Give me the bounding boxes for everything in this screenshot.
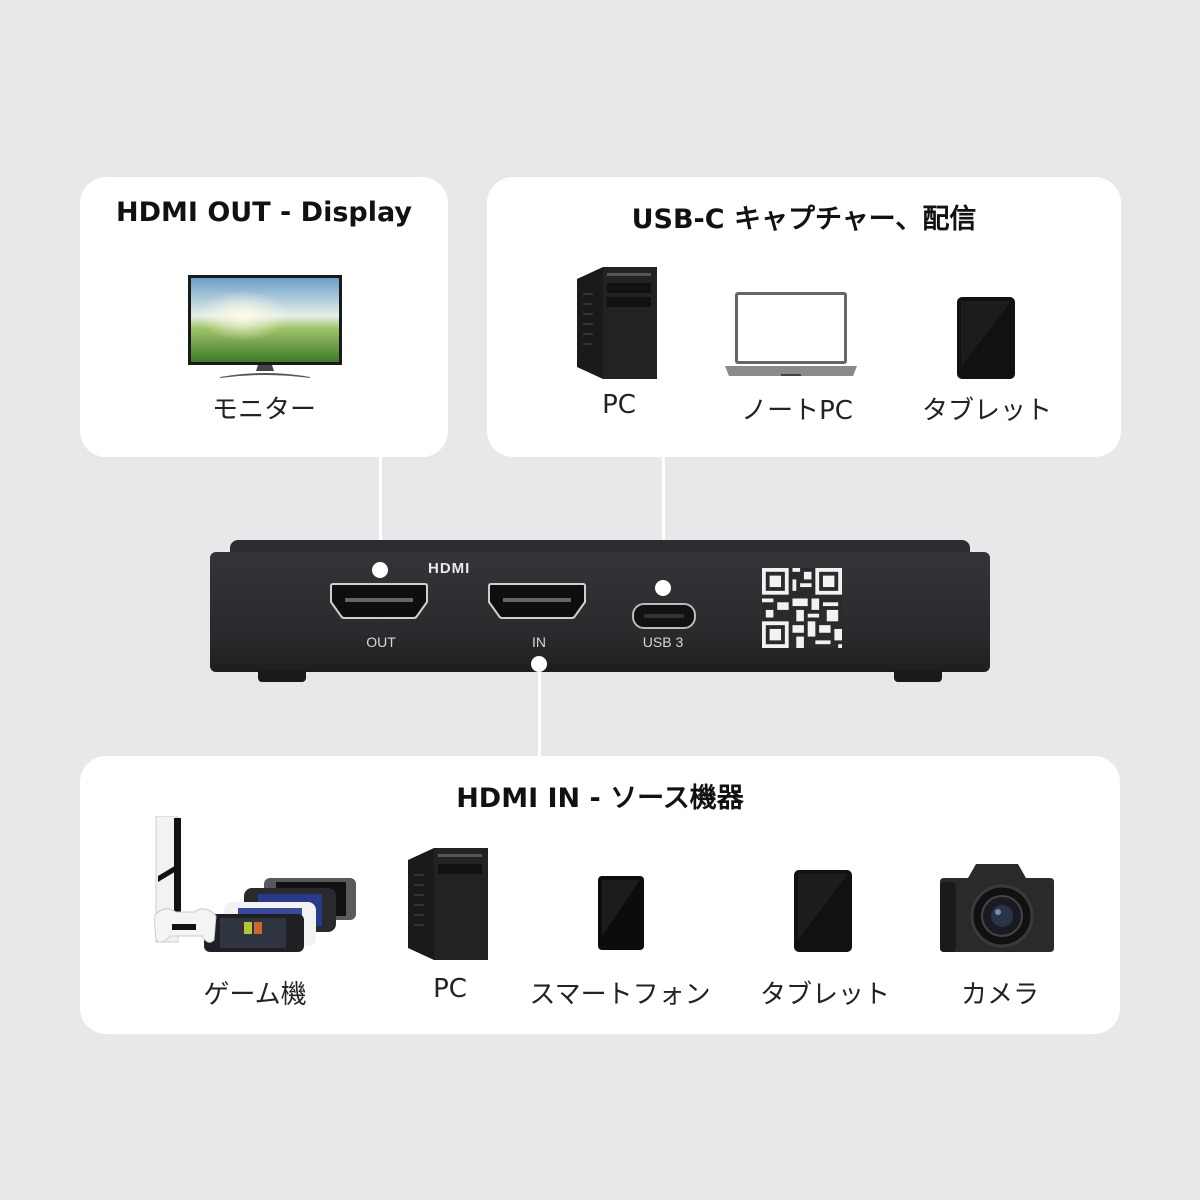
hdmi-in-port[interactable]: [487, 582, 587, 620]
source-pc-label: PC: [433, 974, 467, 1004]
monitor-label: モニター: [211, 395, 316, 425]
camera-icon: [940, 864, 1054, 952]
game-console-item: ゲーム機: [140, 816, 370, 1016]
qr-code-icon: [762, 568, 842, 648]
usbc-card: USB-C キャプチャー、配信 PC ノートPC タブレット: [487, 177, 1121, 457]
usbc-pc-item: PC: [559, 257, 679, 437]
source-tablet-item: タブレット: [740, 816, 910, 1016]
device-foot-left: [258, 670, 306, 682]
hdmi-in-card: HDMI IN - ソース機器 ゲーム機 P: [80, 756, 1120, 1034]
smartphone-item: スマートフォン: [520, 816, 720, 1016]
usbc-tablet-item: タブレット: [907, 257, 1067, 437]
hdmi-out-port[interactable]: [329, 582, 429, 620]
connector-line-in: [538, 670, 541, 758]
smartphone-icon: [598, 876, 644, 950]
pc-tower-icon: [408, 848, 488, 960]
laptop-icon: [725, 292, 857, 376]
source-pc-item: PC: [390, 816, 510, 1016]
usbc-laptop-label: ノートPC: [741, 396, 853, 426]
monitor-item: モニター: [80, 267, 448, 427]
connector-dot-in: [531, 656, 547, 672]
tablet-icon: [957, 297, 1015, 379]
connector-line-out: [379, 455, 382, 570]
camera-item: カメラ: [930, 816, 1070, 1016]
source-tablet-label: タブレット: [759, 980, 890, 1010]
game-console-label: ゲーム機: [203, 980, 307, 1010]
port-label-usb3: USB 3: [642, 634, 684, 650]
usbc-tablet-label: タブレット: [921, 396, 1052, 426]
game-consoles-icon: [154, 816, 356, 952]
device-body: [210, 552, 990, 672]
usbc-pc-label: PC: [602, 390, 636, 420]
usbc-port[interactable]: [632, 603, 696, 629]
monitor-icon: [188, 275, 342, 378]
connector-dot-usb: [655, 580, 671, 596]
port-label-in: IN: [532, 634, 546, 650]
smartphone-label: スマートフォン: [529, 980, 711, 1010]
device-foot-right: [894, 670, 942, 682]
port-label-out: OUT: [366, 634, 396, 650]
usbc-laptop-item: ノートPC: [717, 257, 877, 437]
hdmi-logo: HDMI: [428, 560, 471, 577]
hdmi-in-title: HDMI IN - ソース機器: [456, 783, 744, 814]
connector-line-usb: [662, 455, 665, 585]
hdmi-out-title: HDMI OUT - Display: [116, 197, 412, 228]
connector-dot-out: [372, 562, 388, 578]
camera-label: カメラ: [960, 980, 1039, 1010]
pc-tower-icon: [577, 267, 657, 379]
usbc-title: USB-C キャプチャー、配信: [631, 204, 977, 235]
tablet-icon: [794, 870, 852, 952]
capture-device: HDMI OUT IN USB 3: [210, 540, 990, 682]
hdmi-out-card: HDMI OUT - Display モニター: [80, 177, 448, 457]
